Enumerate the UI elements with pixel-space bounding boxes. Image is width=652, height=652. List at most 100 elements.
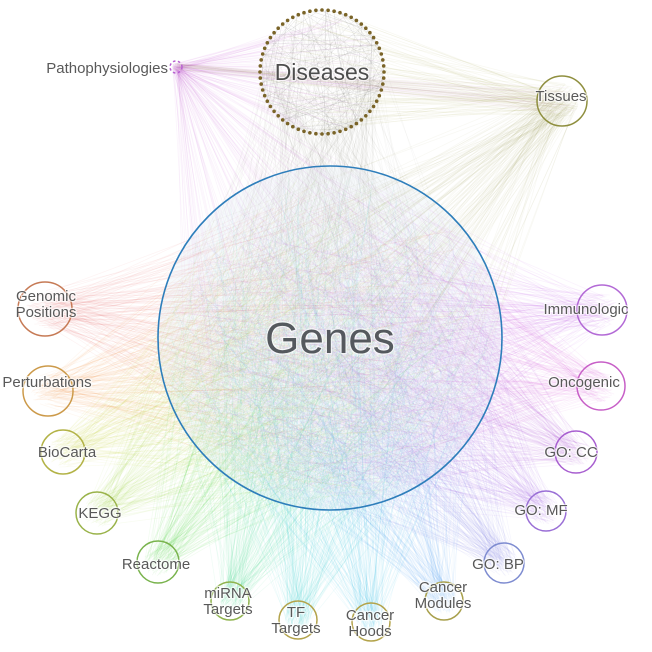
node-label-genes: Genes xyxy=(265,314,395,363)
node-label-diseases: Diseases xyxy=(275,59,370,85)
edge-bundle-genes-diseases xyxy=(168,10,493,500)
disease-ring-dot xyxy=(320,132,324,136)
genes-area-fill xyxy=(158,166,502,510)
node-biocarta[interactable] xyxy=(40,429,86,475)
edge-bundle-genes-go_bp xyxy=(171,199,518,577)
node-cancer_hoods[interactable] xyxy=(351,602,391,642)
disease-ring-dot xyxy=(374,41,379,45)
edge-bundle-genes-mirna_targets xyxy=(171,174,484,614)
disease-ring-dot xyxy=(285,18,290,23)
edge-bundle-tissues-diseases xyxy=(261,12,579,132)
node-genes[interactable] xyxy=(157,165,503,511)
disease-ring-dot xyxy=(326,131,330,136)
disease-ring-dot xyxy=(308,131,312,135)
disease-ring-dot xyxy=(276,114,281,118)
disease-ring-dot xyxy=(320,8,324,12)
node-cancer_modules[interactable] xyxy=(424,581,464,621)
edge-bundle-genes-cancer_modules xyxy=(171,175,497,614)
node-oncogenic[interactable] xyxy=(576,361,626,411)
edge-bundle-genes-perturbations xyxy=(30,187,481,497)
node-go_mf[interactable] xyxy=(525,490,567,532)
disease-ring-dot xyxy=(381,64,386,68)
disease-ring-dot xyxy=(343,127,348,132)
disease-ring-dot xyxy=(280,22,285,26)
disease-ring-dot xyxy=(280,118,285,122)
disease-ring-dot xyxy=(272,30,276,35)
node-label-pathophysiologies: Pathophysiologies xyxy=(46,60,168,77)
edge-bundle-genes-go_mf xyxy=(168,179,559,525)
disease-ring-dot xyxy=(359,22,364,26)
disease-ring-dot xyxy=(349,124,354,129)
disease-ring-dot xyxy=(260,88,265,92)
disease-ring-dot xyxy=(291,15,295,20)
disease-ring-dot xyxy=(354,18,359,23)
node-tf_targets[interactable] xyxy=(278,600,318,640)
edge-bundle-genes-biocarta xyxy=(48,179,494,492)
disease-ring-dot xyxy=(364,26,368,31)
edge-bundle-pathophysiologies-tissues xyxy=(172,63,579,114)
node-diseases[interactable] xyxy=(258,8,386,136)
node-go_bp[interactable] xyxy=(483,542,525,584)
disease-ring-dot xyxy=(368,30,372,35)
labels-layer: Genes Diseases PathophysiologiesTissuesGen… xyxy=(1,58,630,642)
node-label-immunologic: Immunologic xyxy=(543,301,629,318)
edge-bundle-genes-immunologic xyxy=(173,177,619,494)
node-mirna_targets[interactable] xyxy=(210,581,250,621)
disease-ring-dot xyxy=(276,26,281,31)
disease-ring-dot xyxy=(291,124,295,129)
node-reactome[interactable] xyxy=(136,540,180,584)
disease-ring-dot xyxy=(338,129,342,134)
edge-bundle-genes-tissues xyxy=(165,83,579,494)
node-go_cc[interactable] xyxy=(554,430,598,474)
disease-ring-dot xyxy=(268,104,273,109)
node-label-reactome: Reactome xyxy=(122,556,190,573)
disease-ring-dot xyxy=(371,35,376,40)
disease-ring-dot xyxy=(368,109,372,114)
disease-ring-dot xyxy=(272,109,276,114)
disease-ring-dot xyxy=(268,35,273,40)
disease-ring-dot xyxy=(314,8,318,13)
edge-bundle-genes-reactome xyxy=(143,172,491,577)
node-label-go_bp: GO: BP xyxy=(472,556,524,573)
disease-ring-dot xyxy=(302,10,306,15)
node-kegg[interactable] xyxy=(75,491,119,535)
nodes-layer xyxy=(17,8,628,642)
node-label-tissues: Tissues xyxy=(535,88,586,105)
disease-ring-dot xyxy=(377,46,382,51)
disease-ring-dot xyxy=(381,58,385,62)
edge-bundle-pathophysiologies-diseases xyxy=(171,16,384,134)
edge-bundle-genes-tf_targets xyxy=(170,181,491,633)
node-perturbations[interactable] xyxy=(22,365,74,417)
disease-ring-dot xyxy=(258,64,263,68)
disease-ring-dot xyxy=(262,93,267,98)
node-immunologic[interactable] xyxy=(576,284,628,336)
disease-ring-dot xyxy=(359,118,364,122)
node-tissues[interactable] xyxy=(536,75,588,127)
disease-ring-dot xyxy=(259,58,264,62)
disease-ring-dot xyxy=(259,82,264,86)
disease-ring-dot xyxy=(258,70,262,74)
disease-ring-dot xyxy=(379,88,384,92)
edge-bundle-genes-go_cc xyxy=(176,191,590,503)
disease-ring-dot xyxy=(343,12,348,17)
disease-ring-dot xyxy=(302,129,306,134)
disease-ring-dot xyxy=(260,52,265,56)
node-pathophysiologies[interactable] xyxy=(169,60,183,74)
disease-ring-dot xyxy=(262,46,267,51)
node-label-biocarta: BioCarta xyxy=(38,444,97,461)
disease-ring-dot xyxy=(296,12,301,17)
disease-ring-dot xyxy=(349,15,354,20)
node-genomic_positions[interactable] xyxy=(17,281,73,337)
edge-bundle-genes-cancer_hoods xyxy=(164,186,496,635)
edge-bundles-layer xyxy=(26,10,619,635)
node-label-perturbations: Perturbations xyxy=(2,374,91,391)
disease-ring-dot xyxy=(314,131,318,136)
node-label-oncogenic: Oncogenic xyxy=(548,374,620,391)
